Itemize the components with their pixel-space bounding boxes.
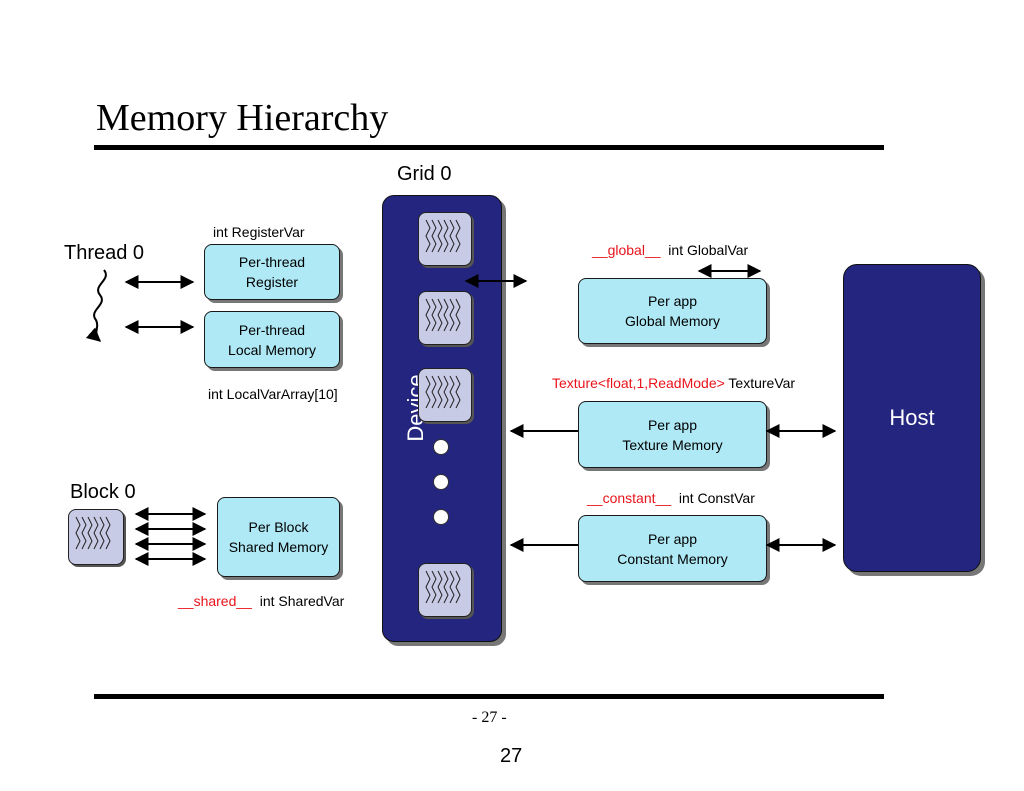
grid-block-icon [418,212,472,266]
box-line: Per app [647,530,698,547]
box-line: Per-thread [238,254,306,270]
host-box: Host [843,264,981,572]
constant-keyword: __constant__ [587,490,672,506]
grid-label: Grid 0 [397,163,452,185]
global-var-name: int GlobalVar [668,242,749,258]
block-label: Block 0 [70,481,136,503]
local-memory-box: Per-thread Local Memory [204,311,340,368]
ellipsis-dot-icon [433,509,449,525]
ellipsis-dot-icon [433,439,449,455]
ellipsis-dot-icon [433,474,449,490]
footer-rule [94,694,884,699]
global-keyword: __global__ [592,242,661,258]
texture-keyword: Texture<float,1,ReadMode> [552,375,725,391]
register-var-code: int RegisterVar [213,224,305,240]
box-line: Global Memory [625,313,720,329]
shared-var-name: int SharedVar [259,593,345,609]
global-memory-box: Per app Global Memory [578,278,767,344]
texture-var-code: Texture<float,1,ReadMode> TextureVar [552,375,795,391]
local-var-code: int LocalVarArray[10] [208,386,338,402]
footer-page-label: - 27 - [472,709,507,726]
slide-title: Memory Hierarchy [96,97,389,139]
box-line: Shared Memory [228,539,329,555]
box-line: Per app [647,416,698,433]
constant-memory-box: Per app Constant Memory [578,515,767,582]
box-line: Register [245,274,299,290]
grid-block-icon [418,563,472,617]
box-line: Per app [647,293,698,309]
constant-var-code: __constant__ int ConstVar [587,490,755,506]
box-line: Constant Memory [617,550,728,567]
box-line: Per-thread [238,321,306,338]
squiggle-arrow-icon [85,269,107,342]
global-var-code: __global__ int GlobalVar [592,242,748,258]
box-line: Local Memory [228,341,316,358]
constant-var-name: int ConstVar [678,490,755,506]
box-line: Texture Memory [622,436,723,453]
title-rule [94,145,884,150]
register-memory-box: Per-thread Register [204,244,340,300]
texture-memory-box: Per app Texture Memory [578,401,767,468]
shared-memory-box: Per Block Shared Memory [217,497,340,577]
texture-var-name: TextureVar [728,375,796,391]
page-number: 27 [500,745,523,767]
grid-block-icon [418,291,472,345]
box-line: Per Block [248,519,309,535]
thread-block-icon [68,509,124,565]
shared-var-code: __shared__ int SharedVar [178,593,344,609]
thread-label: Thread 0 [64,242,145,264]
grid-block-icon [418,368,472,422]
shared-keyword: __shared__ [178,593,252,609]
